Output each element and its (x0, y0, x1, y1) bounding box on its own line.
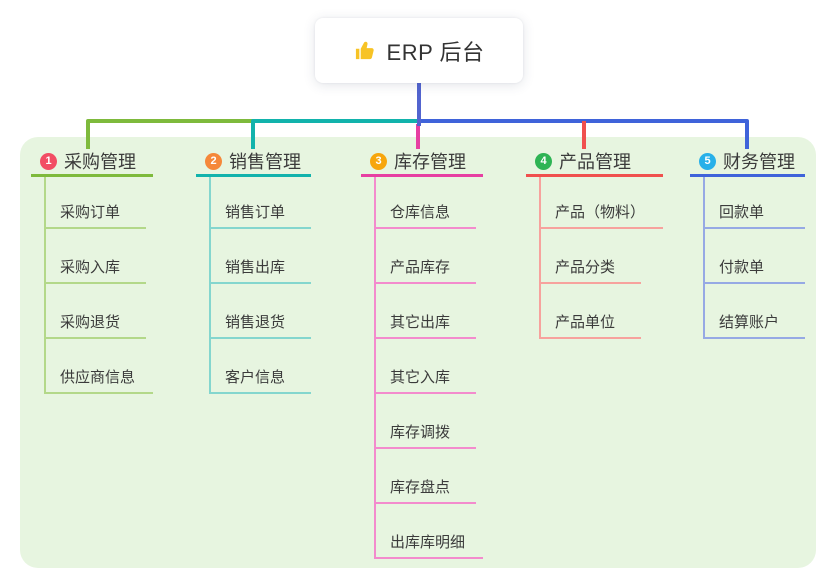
thumbs-up-icon (355, 41, 374, 60)
child-label: 销售订单 (225, 204, 286, 221)
branch-children: 采购订单采购入库采购退货供应商信息 (44, 177, 154, 394)
child-node[interactable]: 产品库存 (376, 229, 476, 284)
child-label: 产品库存 (390, 259, 451, 276)
child-label: 采购退货 (60, 314, 121, 331)
branch-label: 财务管理 (723, 152, 795, 172)
child-label: 产品（物料） (555, 204, 646, 221)
child-node[interactable]: 其它入库 (376, 339, 476, 394)
child-label: 结算账户 (719, 314, 780, 331)
branch-title-3[interactable]: 3 库存管理 (361, 151, 484, 177)
child-node[interactable]: 出库库明细 (376, 504, 484, 559)
child-node[interactable]: 仓库信息 (376, 177, 476, 229)
child-node[interactable]: 其它出库 (376, 284, 476, 339)
child-node[interactable]: 客户信息 (211, 339, 311, 394)
branch-label: 产品管理 (559, 152, 631, 172)
branch-title-5[interactable]: 5 财务管理 (690, 151, 805, 177)
branch-number-badge: 1 (40, 152, 57, 170)
branch-title-4[interactable]: 4 产品管理 (526, 151, 664, 177)
child-node[interactable]: 采购入库 (46, 229, 146, 284)
child-node[interactable]: 结算账户 (705, 284, 805, 339)
root-title: ERP 后台 (386, 39, 485, 65)
child-node[interactable]: 供应商信息 (46, 339, 154, 394)
child-node[interactable]: 采购订单 (46, 177, 146, 229)
branch: 5 财务管理 回款单付款单结算账户 (690, 137, 805, 339)
branch-children: 回款单付款单结算账户 (703, 177, 805, 339)
child-node[interactable]: 销售退货 (211, 284, 311, 339)
branch-number-badge: 3 (370, 152, 387, 170)
child-node[interactable]: 产品（物料） (541, 177, 664, 229)
branch-title-2[interactable]: 2 销售管理 (196, 151, 311, 177)
child-label: 销售出库 (225, 259, 286, 276)
branch-number-badge: 5 (699, 152, 716, 170)
child-node[interactable]: 产品分类 (541, 229, 641, 284)
child-label: 其它出库 (390, 314, 451, 331)
branch: 3 库存管理 仓库信息产品库存其它出库其它入库库存调拨库存盘点出库库明细 (361, 137, 484, 559)
child-node[interactable]: 库存盘点 (376, 449, 476, 504)
child-label: 付款单 (719, 259, 765, 276)
branch-number-badge: 4 (535, 152, 552, 170)
branches-panel: 1 采购管理 采购订单采购入库采购退货供应商信息 2 销售管理 销售订单销售出库… (20, 137, 816, 568)
child-label: 销售退货 (225, 314, 286, 331)
branch-label: 销售管理 (229, 152, 301, 172)
child-node[interactable]: 产品单位 (541, 284, 641, 339)
branch: 2 销售管理 销售订单销售出库销售退货客户信息 (196, 137, 311, 394)
branch-label: 库存管理 (394, 152, 466, 172)
branch-children: 销售订单销售出库销售退货客户信息 (209, 177, 311, 394)
branch-title-1[interactable]: 1 采购管理 (31, 151, 154, 177)
child-label: 客户信息 (225, 369, 286, 386)
branch-number-badge: 2 (205, 152, 222, 170)
child-label: 库存盘点 (390, 479, 451, 496)
child-node[interactable]: 回款单 (705, 177, 805, 229)
child-label: 出库库明细 (390, 534, 466, 551)
branch: 1 采购管理 采购订单采购入库采购退货供应商信息 (31, 137, 154, 394)
child-node[interactable]: 销售订单 (211, 177, 311, 229)
child-label: 仓库信息 (390, 204, 451, 221)
child-label: 产品单位 (555, 314, 616, 331)
child-node[interactable]: 库存调拨 (376, 394, 476, 449)
branch-children: 产品（物料） 产品分类产品单位 (539, 177, 664, 339)
child-node[interactable]: 采购退货 (46, 284, 146, 339)
child-label: 采购订单 (60, 204, 121, 221)
branch-children: 仓库信息产品库存其它出库其它入库库存调拨库存盘点出库库明细 (374, 177, 484, 559)
child-label: 供应商信息 (60, 369, 136, 386)
child-label: 库存调拨 (390, 424, 451, 441)
child-node[interactable]: 销售出库 (211, 229, 311, 284)
child-node[interactable]: 付款单 (705, 229, 805, 284)
branch: 4 产品管理 产品（物料） 产品分类产品单位 (526, 137, 664, 339)
child-label: 采购入库 (60, 259, 121, 276)
child-label: 产品分类 (555, 259, 616, 276)
root-node[interactable]: ERP 后台 (315, 18, 523, 83)
child-label: 其它入库 (390, 369, 451, 386)
branch-label: 采购管理 (64, 152, 136, 172)
child-label: 回款单 (719, 204, 765, 221)
